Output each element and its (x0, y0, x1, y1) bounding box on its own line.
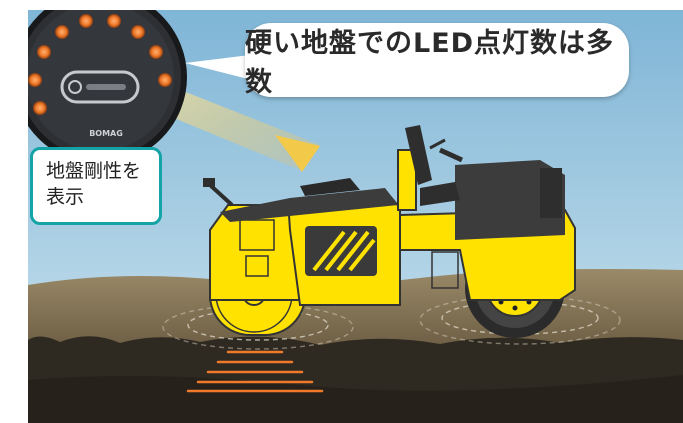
label-line-1: 地盤剛性を (46, 160, 142, 182)
gauge-brand: BOMAG (89, 129, 123, 138)
label-line-2: 表示 (46, 186, 85, 208)
stiffness-signal (186, 350, 324, 393)
callout-led-count: 硬い地盤でのLED点灯数は多数 (245, 23, 629, 98)
stiffness-gauge: BOMAG (28, 10, 187, 164)
label-stiffness-display: 地盤剛性を 表示 (30, 147, 162, 225)
road-roller (203, 125, 576, 338)
callout-text: 硬い地盤でのLED点灯数は多数 (245, 28, 615, 98)
gauge-leds (28, 14, 172, 115)
